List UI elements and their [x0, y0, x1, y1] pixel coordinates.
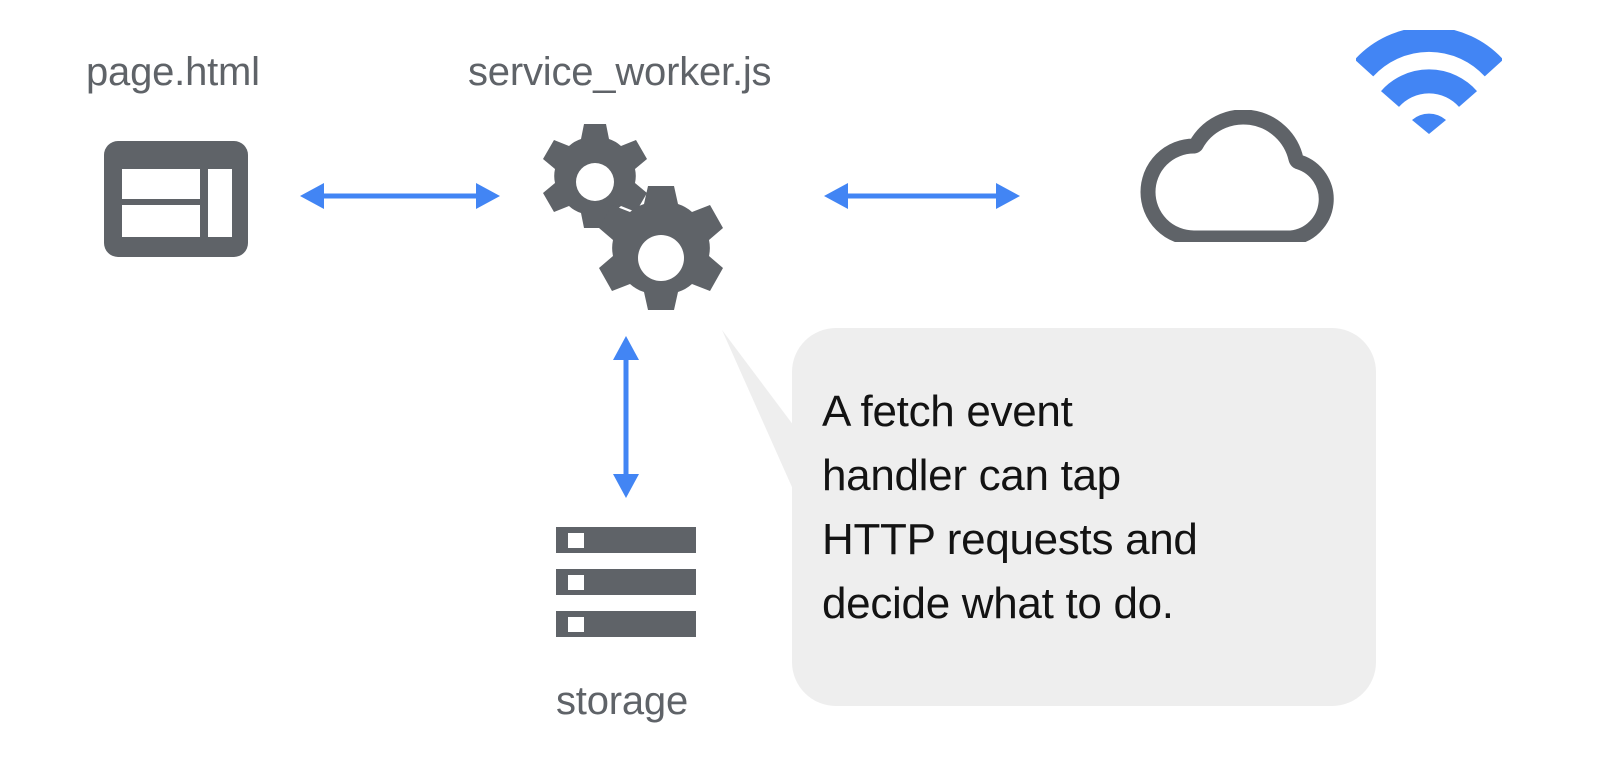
callout-text: A fetch event handler can tap HTTP reque… — [822, 380, 1312, 636]
arrow-service-worker-to-network — [824, 178, 1020, 214]
browser-layout-icon — [104, 141, 248, 257]
wifi-icon — [1354, 26, 1504, 136]
arrow-service-worker-to-storage — [606, 336, 646, 498]
arrow-page-to-service-worker — [300, 178, 500, 214]
page-html-label: page.html — [86, 50, 260, 94]
callout-line-2: handler can tap — [822, 451, 1121, 500]
callout-line-4: decide what to do. — [822, 579, 1174, 628]
storage-bars-icon — [556, 527, 696, 637]
storage-label: storage — [556, 679, 689, 723]
callout-bubble-shape — [722, 328, 1376, 706]
gears-icon — [524, 124, 728, 316]
callout-line-1: A fetch event — [822, 387, 1073, 436]
callout-line-3: HTTP requests and — [822, 515, 1198, 564]
service-worker-label: service_worker.js — [468, 50, 772, 94]
callout-bubble: A fetch event handler can tap HTTP reque… — [716, 322, 1376, 706]
cloud-icon — [1134, 109, 1346, 246]
